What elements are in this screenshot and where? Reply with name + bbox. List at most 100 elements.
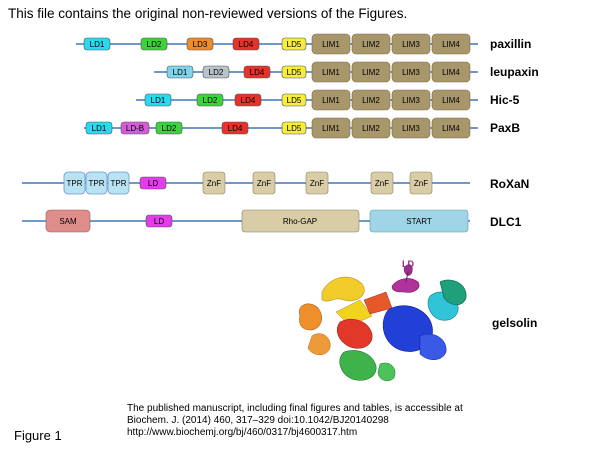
paxb-ldb [120, 121, 150, 135]
leupaxin-lim3-label: LIM3 [402, 68, 420, 77]
dlc1-rhogap [241, 209, 360, 233]
hic5-lim3 [391, 89, 431, 111]
paxillin-ld3-label: LD3 [193, 40, 208, 49]
leupaxin-lim2-label: LIM2 [362, 68, 380, 77]
leupaxin-ld4-label: LD4 [250, 68, 265, 77]
roxan-tpr-1-label: TPR [67, 179, 83, 188]
paxb-ld4 [221, 121, 249, 135]
publication-line-2: Biochem. J. (2014) 460, 317–329 doi:10.1… [127, 415, 389, 426]
paxb-label: PaxB [490, 121, 520, 135]
roxan-znf-3-label: ZnF [310, 179, 324, 188]
paxillin-lim3 [391, 33, 431, 55]
hic5-domains: LD1 LD2 LD4 LD5 LIM1 LIM2 LIM3 LIM4 [144, 89, 471, 111]
hic5-ld4-label: LD4 [241, 96, 256, 105]
leupaxin-lim3 [391, 61, 431, 83]
roxan-domains: TPR TPR TPR LD ZnF ZnF ZnF ZnF ZnF [63, 171, 433, 195]
header-note: This file contains the original non-revi… [8, 6, 408, 21]
hic5-ld1 [144, 93, 172, 107]
hic5-lim4 [431, 89, 471, 111]
figure-label: Figure 1 [14, 428, 62, 443]
gelsolin-label: gelsolin [492, 316, 537, 330]
paxillin-lim4 [431, 33, 471, 55]
paxb-lim2 [351, 117, 391, 139]
roxan-znf-1 [202, 171, 226, 195]
hic5-lim3-label: LIM3 [402, 96, 420, 105]
roxan-znf-5-label: ZnF [414, 179, 428, 188]
roxan-znf-2-label: ZnF [257, 179, 271, 188]
leupaxin-ld1 [166, 65, 194, 79]
leupaxin-domains: LD1 LD2 LD4 LD5 LIM1 LIM2 LIM3 LIM4 [166, 61, 471, 83]
leupaxin-lim4 [431, 61, 471, 83]
paxillin-ld2-label: LD2 [147, 40, 162, 49]
roxan-znf-4-label: ZnF [375, 179, 389, 188]
dlc1-label: DLC1 [490, 215, 522, 229]
hic5-ld5-label: LD5 [287, 96, 302, 105]
hic5-lim2 [351, 89, 391, 111]
hic5-ld5 [281, 93, 307, 107]
hic5-lim2-label: LIM2 [362, 96, 380, 105]
hic5-ld1-label: LD1 [151, 96, 166, 105]
paxillin-lim4-label: LIM4 [442, 40, 460, 49]
paxb-lim4-label: LIM4 [442, 124, 460, 133]
publication-url[interactable]: http://www.biochemj.org/bj/460/0317/bj46… [127, 427, 358, 438]
paxb-ld1-label: LD1 [92, 124, 107, 133]
paxb-lim3 [391, 117, 431, 139]
paxillin-ld1 [83, 37, 111, 51]
leupaxin-ld4 [243, 65, 271, 79]
paxillin-lim2 [351, 33, 391, 55]
paxb-lim3-label: LIM3 [402, 124, 420, 133]
dlc1-ld [145, 214, 173, 228]
paxb-ld4-label: LD4 [228, 124, 243, 133]
publication-info: The published manuscript, including fina… [127, 403, 463, 439]
paxillin-ld1-label: LD1 [90, 40, 105, 49]
dlc1-start [369, 209, 469, 233]
dlc1-ld-label: LD [154, 217, 164, 226]
roxan-znf-2 [252, 171, 276, 195]
paxillin-ld3 [186, 37, 214, 51]
dlc1-sam-label: SAM [59, 217, 77, 226]
paxillin-lim2-label: LIM2 [362, 40, 380, 49]
roxan-label: RoXaN [490, 177, 529, 191]
roxan-tpr-2 [85, 171, 108, 195]
hic5-label: Hic-5 [490, 93, 520, 107]
roxan-tpr-2-label: TPR [89, 179, 105, 188]
roxan-tpr-3 [107, 171, 130, 195]
roxan-znf-3 [305, 171, 329, 195]
hic5-lim1-label: LIM1 [322, 96, 340, 105]
dlc1-start-label: START [406, 217, 432, 226]
paxb-lim1-label: LIM1 [322, 124, 340, 133]
paxb-ld2 [155, 121, 183, 135]
leupaxin-ld5-label: LD5 [287, 68, 302, 77]
paxillin-ld4 [232, 37, 260, 51]
paxb-ld5 [281, 121, 307, 135]
paxb-lim2-label: LIM2 [362, 124, 380, 133]
paxillin-ld5 [281, 37, 307, 51]
roxan-ld-label: LD [148, 179, 158, 188]
paxillin-lim3-label: LIM3 [402, 40, 420, 49]
roxan-znf-1-label: ZnF [207, 179, 221, 188]
paxillin-lim1-label: LIM1 [322, 40, 340, 49]
leupaxin-label: leupaxin [490, 65, 539, 79]
hic5-lim4-label: LIM4 [442, 96, 460, 105]
roxan-tpr-1 [63, 171, 86, 195]
gelsolin-structure-image [299, 264, 467, 382]
leupaxin-ld2-label: LD2 [209, 68, 224, 77]
dlc1-domains: SAM LD Rho-GAP START [45, 209, 469, 233]
leupaxin-ld2 [202, 65, 230, 79]
paxb-domains: LD1 LD-B LD2 LD4 LD5 LIM1 LIM2 LIM3 LIM4 [85, 117, 471, 139]
leupaxin-ld5 [281, 65, 307, 79]
paxillin-ld4-label: LD4 [239, 40, 254, 49]
hic5-ld2-label: LD2 [203, 96, 218, 105]
paxillin-domains: LD1 LD2 LD3 LD4 LD5 LIM1 LIM2 LIM3 LIM4 [83, 33, 471, 55]
gelsolin-ld-label: LD [402, 259, 414, 269]
dlc1-sam [45, 209, 91, 233]
roxan-znf-5 [409, 171, 433, 195]
paxb-lim4 [431, 117, 471, 139]
paxillin-ld5-label: LD5 [287, 40, 302, 49]
leupaxin-lim2 [351, 61, 391, 83]
dlc1-rhogap-label: Rho-GAP [283, 217, 317, 226]
paxb-ld2-label: LD2 [162, 124, 177, 133]
paxillin-lim1 [311, 33, 351, 55]
roxan-znf-4 [370, 171, 394, 195]
